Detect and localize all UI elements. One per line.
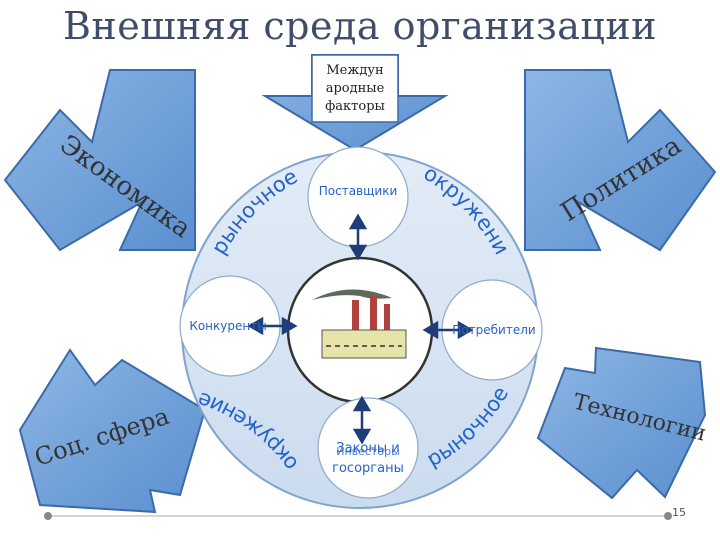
international-label-line2: ародные [326,81,385,96]
slide-title: Внешняя среда организации [62,4,658,48]
international-label-line1: Междун [326,63,383,78]
footer-dot-right [664,512,672,520]
consumers-label: Потребители [452,323,535,337]
page-number: 15 [672,506,686,519]
arrow-social [18,348,207,514]
footer-dot-left [44,512,52,520]
international-label-box [311,54,399,123]
connector-competitors [247,316,298,336]
suppliers-label: Поставщики [319,184,398,198]
node-laws [317,397,419,499]
arrow-politics [524,69,717,252]
laws-label-line1: Законы и [336,441,399,456]
factory-icon [312,289,407,359]
connector-laws [352,395,372,445]
connector-consumers [422,320,474,340]
competitors-label: Конкуренты [189,319,266,333]
laws-label-line2: госорганы [332,461,404,476]
investors-label: Инвесторы [336,445,400,458]
international-label-line3: факторы [325,99,385,114]
arrow-economy [3,69,196,252]
arrow-technology [536,346,707,500]
connector-suppliers [348,213,368,261]
